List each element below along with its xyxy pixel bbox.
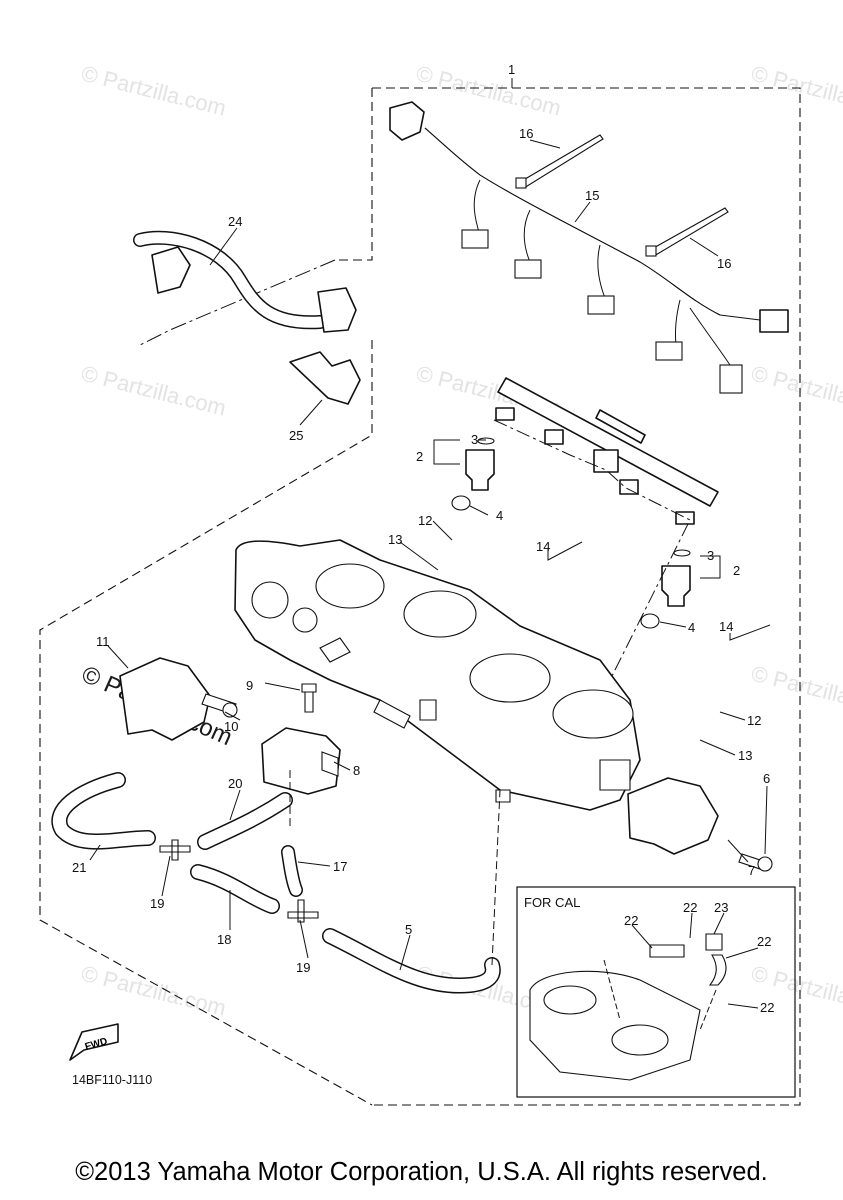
callout: 24 — [228, 214, 242, 229]
callout: 21 — [72, 860, 86, 875]
callout: 13 — [388, 532, 402, 547]
callout: 22 — [624, 913, 638, 928]
inset-title: FOR CAL — [524, 895, 580, 910]
callout: 25 — [289, 428, 303, 443]
watermark-text: © Partzilla.com — [79, 961, 229, 1021]
vacuum-hoses: FWD — [51, 770, 501, 1061]
leader-lines — [89, 78, 771, 1009]
inset-box — [516, 886, 796, 1098]
watermark-text: © Partzilla.com — [79, 61, 229, 121]
callout: 22 — [760, 1000, 774, 1015]
callout-labels: 1 16 15 16 24 25 3 2 4 12 13 14 3 2 4 14… — [72, 62, 774, 1015]
watermark-text: © Partzilla.com — [749, 361, 843, 421]
callout: 14 — [719, 619, 733, 634]
figure-code: 14BF110-J110 — [72, 1073, 153, 1087]
callout: 16 — [519, 126, 533, 141]
watermark-text: © Partzilla.com — [79, 361, 229, 421]
callout: 16 — [717, 256, 731, 271]
callout: 12 — [418, 513, 432, 528]
callout: 20 — [228, 776, 242, 791]
callout: 9 — [246, 678, 253, 693]
callout: 4 — [496, 508, 503, 523]
watermark-text: © Partzilla.com — [749, 661, 843, 721]
hose-24 — [133, 230, 361, 405]
callout: 22 — [683, 900, 697, 915]
callout: 23 — [714, 900, 728, 915]
callout: 3 — [471, 432, 478, 447]
callout: 2 — [416, 449, 423, 464]
callout: 7 — [748, 863, 755, 878]
inset-cal: FOR CAL — [524, 895, 727, 1081]
wire-harness — [389, 101, 789, 394]
callout: 3 — [707, 548, 714, 563]
watermark-text: © Partzilla.com — [749, 61, 843, 121]
callout: 10 — [224, 719, 238, 734]
callout: 19 — [296, 960, 310, 975]
throttle-body — [119, 539, 773, 872]
callout: 1 — [508, 62, 515, 77]
callout: 22 — [757, 934, 771, 949]
callout: 12 — [747, 713, 761, 728]
callout: 11 — [96, 634, 110, 649]
callout: 8 — [353, 763, 360, 778]
callout: 17 — [333, 859, 347, 874]
copyright-caption: ©2013 Yamaha Motor Corporation, U.S.A. A… — [75, 1158, 768, 1186]
callout: 19 — [150, 896, 164, 911]
callout: 5 — [405, 922, 412, 937]
callout: 2 — [733, 563, 740, 578]
group-outlines — [39, 87, 801, 1106]
callout: 4 — [688, 620, 695, 635]
fuel-rail — [451, 377, 719, 701]
callout: 14 — [536, 539, 550, 554]
watermark-text: © Partzilla.com — [414, 61, 564, 121]
callout: 18 — [217, 932, 231, 947]
callout: 6 — [763, 771, 770, 786]
callout: 15 — [585, 188, 599, 203]
callout: 13 — [738, 748, 752, 763]
